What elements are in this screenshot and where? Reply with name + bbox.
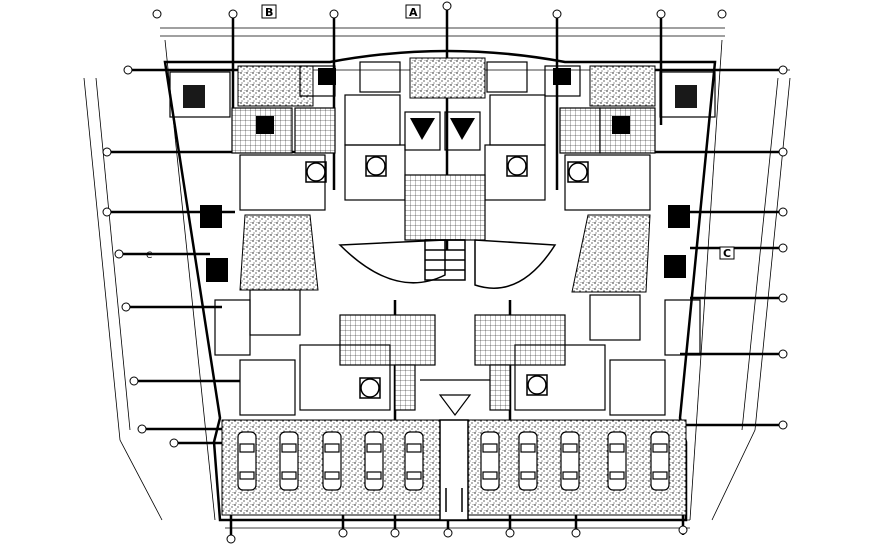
dining-tables — [305, 155, 589, 399]
parked-car — [480, 431, 500, 491]
section-label-c-right: C — [723, 247, 731, 260]
driveway — [439, 419, 469, 521]
parked-car — [237, 431, 257, 491]
parked-car — [560, 431, 580, 491]
upper-units — [169, 61, 716, 241]
parked-car — [364, 431, 384, 491]
parked-car — [650, 431, 670, 491]
central-lobbies — [338, 239, 557, 289]
grid-axis-bubbles-side — [102, 65, 788, 448]
section-label-b-top: B — [265, 6, 273, 19]
bed-symbols — [183, 68, 697, 282]
grid-axis-bubbles — [152, 1, 727, 544]
parked-car — [322, 431, 342, 491]
parked-car — [404, 431, 424, 491]
section-label-a-top: A — [409, 6, 418, 19]
parked-car — [279, 431, 299, 491]
lower-units — [214, 289, 701, 416]
parked-car — [518, 431, 538, 491]
parking-bays — [237, 431, 670, 491]
section-label-c-left: C — [146, 251, 152, 261]
grid-axes-horizontal — [108, 68, 782, 445]
parked-car — [607, 431, 627, 491]
